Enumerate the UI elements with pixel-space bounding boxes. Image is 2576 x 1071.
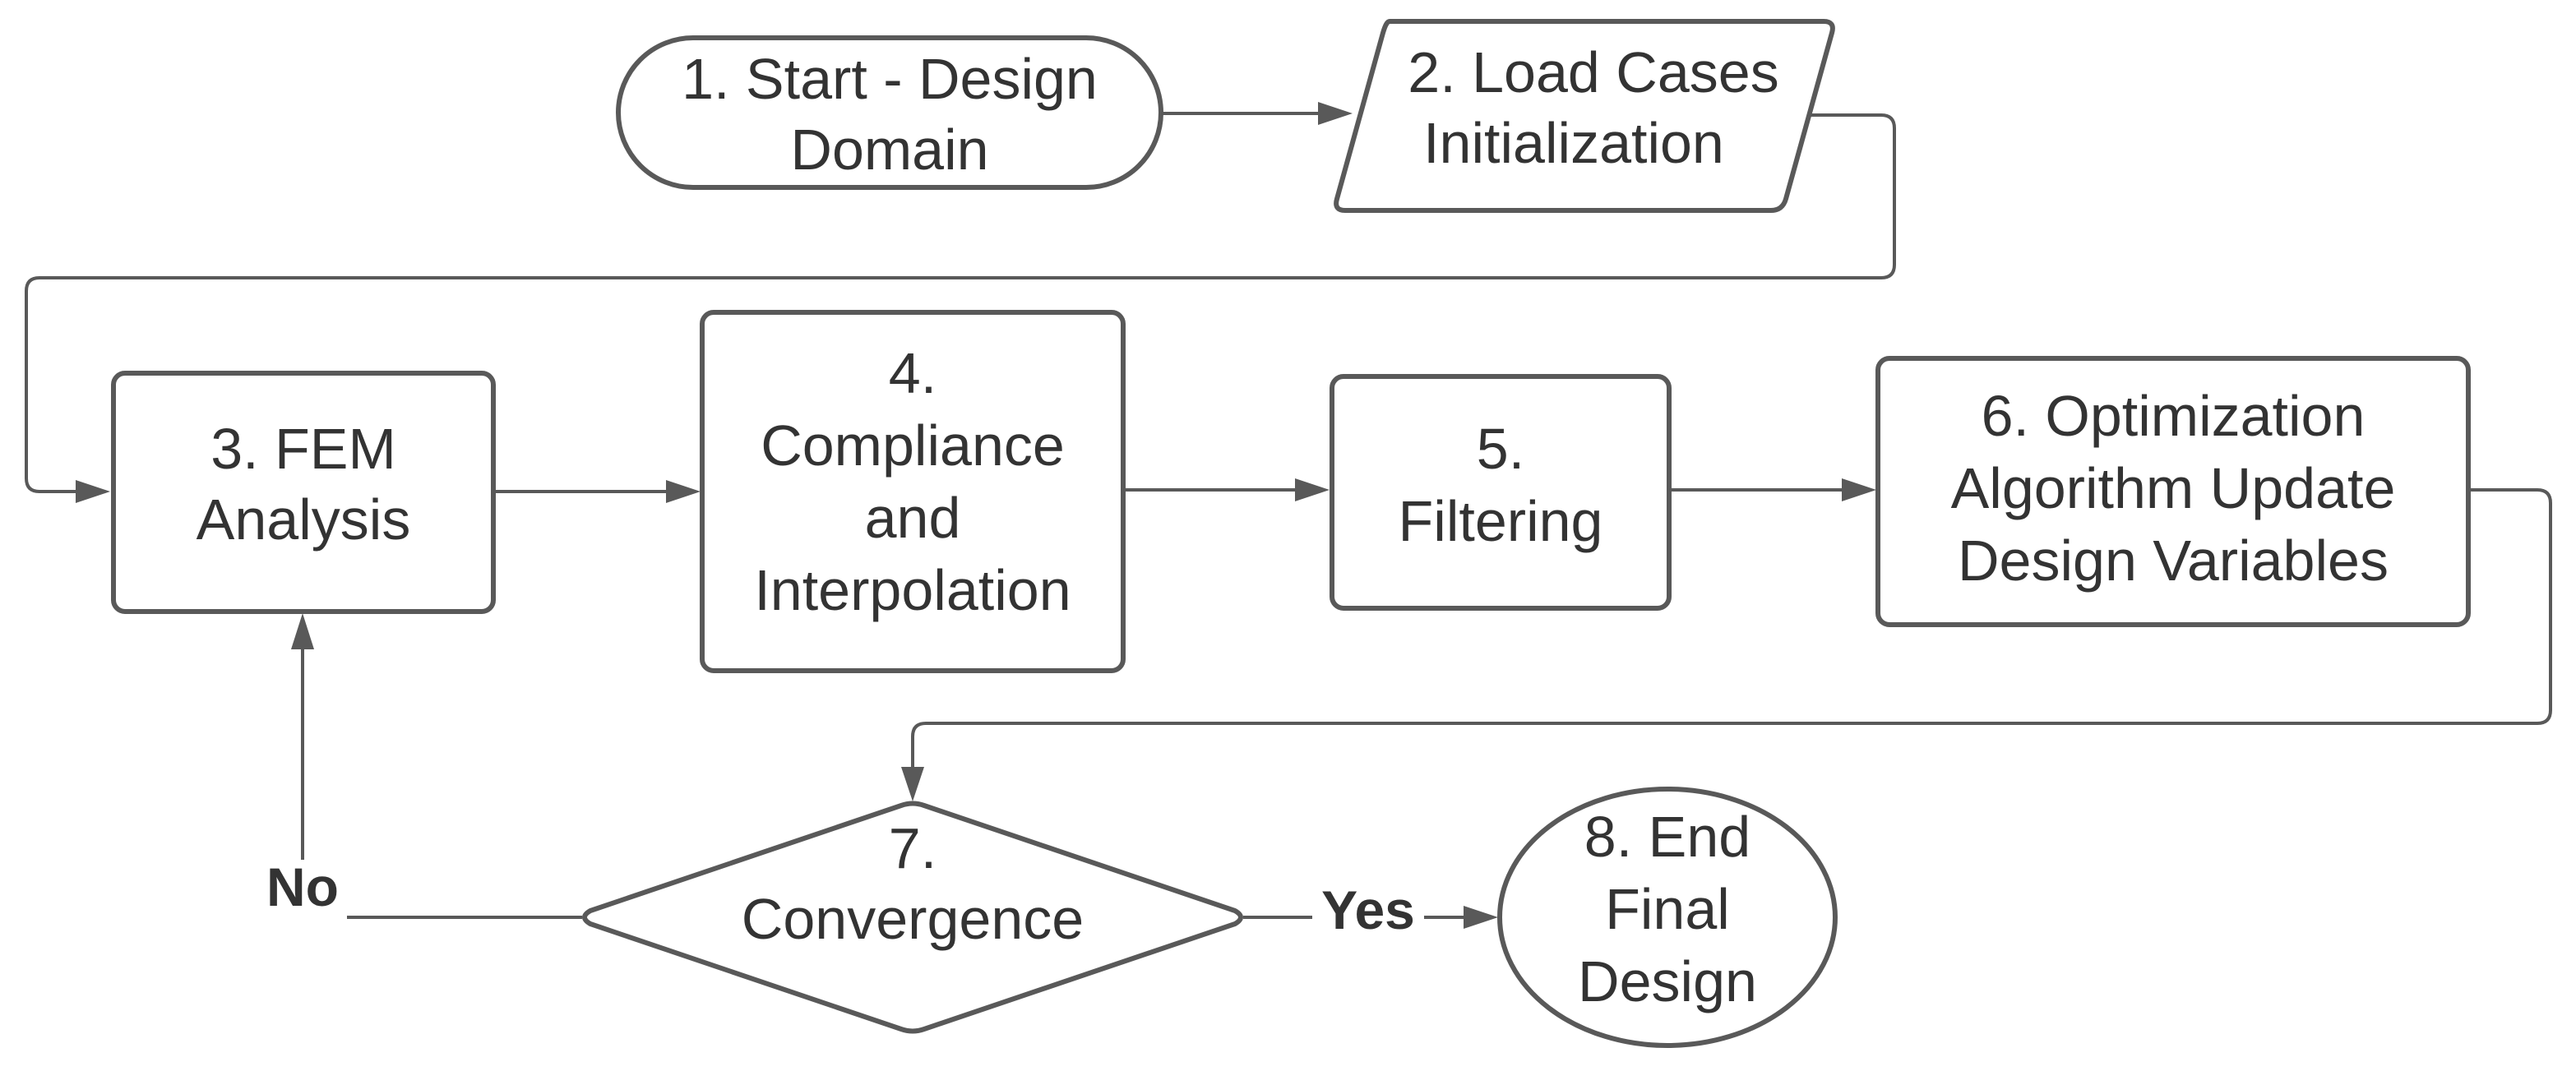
- node-optimization-label-line-2: Algorithm Update: [1951, 456, 2396, 520]
- arrowhead: [76, 480, 110, 503]
- arrowhead: [901, 767, 924, 801]
- node-optimization-label-line-3: Design Variables: [1958, 529, 2389, 593]
- node-filtering: 5. Filtering: [1330, 374, 1672, 611]
- node-filtering-label-line-1: 5.: [1477, 417, 1524, 481]
- node-convergence-decision: 7. Convergence: [582, 801, 1243, 1034]
- node-compliance-label-line-2: Compliance: [761, 413, 1065, 478]
- node-filtering-label-line-2: Filtering: [1399, 489, 1603, 553]
- node-compliance-label-line-1: 4.: [889, 341, 937, 405]
- node-start-label-line-2: Domain: [790, 118, 988, 182]
- node-fem-label-line-2: Analysis: [197, 487, 411, 552]
- arrowhead: [1295, 478, 1330, 501]
- node-start-label-line-1: 1. Start - Design: [682, 47, 1098, 111]
- node-convergence-label-line-2: Convergence: [742, 887, 1084, 951]
- node-end-label-line-3: Design: [1578, 949, 1757, 1013]
- edge-label-yes: Yes: [1321, 879, 1415, 940]
- node-end-label-line-1: 8. End: [1584, 805, 1750, 869]
- node-optimization-update: 6. Optimization Algorithm Update Design …: [1875, 356, 2471, 627]
- node-load-cases-label-line-1: 2. Load Cases: [1408, 40, 1778, 104]
- node-fem-label-line-1: 3. FEM: [210, 417, 396, 481]
- node-convergence-label-line-1: 7.: [889, 816, 937, 880]
- node-load-cases-initialization: 2. Load Cases Initialization: [1334, 19, 1835, 213]
- edge-optimization-to-convergence: [911, 488, 2552, 769]
- arrowhead: [291, 613, 314, 649]
- edge-load-cases-to-fem: [25, 113, 1896, 493]
- arrowhead: [666, 480, 701, 503]
- node-end-label-line-2: Final: [1605, 877, 1730, 941]
- edge-label-no: No: [266, 856, 339, 917]
- node-compliance-label-line-3: and: [865, 486, 961, 550]
- node-fem-analysis: 3. FEM Analysis: [111, 371, 496, 614]
- arrowhead: [1318, 102, 1353, 125]
- node-start-design-domain: 1. Start - Design Domain: [616, 35, 1163, 190]
- node-load-cases-label-line-2: Initialization: [1423, 111, 1724, 175]
- arrowhead: [1464, 906, 1498, 929]
- node-optimization-label-line-1: 6. Optimization: [1982, 384, 2366, 448]
- node-compliance-interpolation: 4. Compliance and Interpolation: [700, 310, 1126, 673]
- arrowhead: [1842, 478, 1876, 501]
- node-end-final-design: 8. End Final Design: [1497, 787, 1838, 1048]
- node-compliance-label-line-4: Interpolation: [754, 558, 1071, 622]
